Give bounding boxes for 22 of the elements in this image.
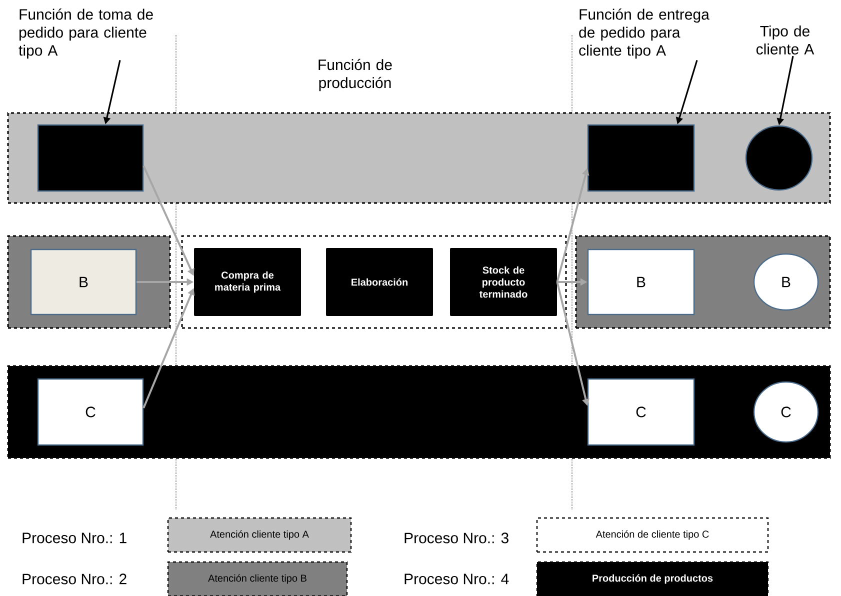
process-label: Proceso Nro.: 4 xyxy=(404,574,509,584)
process-label: Proceso Nro.: 2 xyxy=(22,574,126,584)
legend-box: Atención cliente tipo A xyxy=(167,517,352,553)
legend-box: Producción de productos xyxy=(536,561,769,596)
process-label: Proceso Nro.: 1 xyxy=(22,532,126,544)
order-box xyxy=(37,124,144,192)
order-box: B xyxy=(30,248,137,316)
process-box: Stock de producto terminado xyxy=(450,248,557,316)
process-label: Proceso Nro.: 3 xyxy=(404,532,508,544)
function-heading: Función de toma de pedido para cliente tipo A xyxy=(18,8,153,59)
client-heading: Tipo de cliente A xyxy=(756,26,814,54)
delivery-box: B xyxy=(587,248,695,316)
process-box: Compra de materia prima xyxy=(194,248,301,316)
legend-box: Atención cliente tipo B xyxy=(167,561,348,596)
process-box: Elaboración xyxy=(326,248,433,316)
client-circle xyxy=(745,125,813,191)
function-heading: Función de entrega de pedido para cliente tipo A xyxy=(579,8,710,59)
order-box: C xyxy=(37,378,144,446)
column-heading: Función de producción xyxy=(318,58,392,92)
delivery-box xyxy=(587,124,695,192)
delivery-box: C xyxy=(587,378,695,446)
legend-box: Atención de cliente tipo C xyxy=(536,517,769,553)
